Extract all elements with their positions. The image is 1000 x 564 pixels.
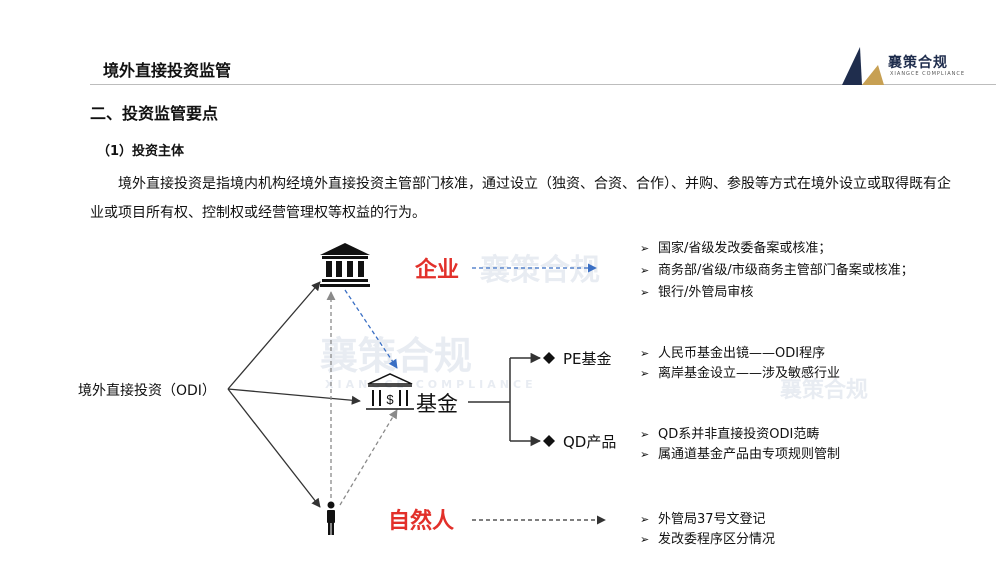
list-item: ➢属通道基金产品由专项规则管制 [640, 445, 840, 465]
watermark-logo-right: 襄策合规 [780, 378, 869, 403]
watermark-logo: 襄策合规 [320, 334, 473, 378]
page-header-title: 境外直接投资监管 [103, 61, 232, 80]
pe-points-list: ➢人民币基金出镜——ODI程序 ➢离岸基金设立——涉及敏感行业 [640, 344, 840, 384]
watermark-logo-top: 襄策合规 [480, 253, 600, 288]
watermark-logo-subtitle: XIANGCE COMPLIANCE [325, 378, 537, 391]
chevron-right-icon: ➢ [640, 264, 650, 277]
diamond-bullet-icon [543, 352, 555, 364]
chevron-right-icon: ➢ [640, 513, 650, 526]
list-item: ➢银行/外管局审核 [640, 282, 914, 304]
person-icon [327, 501, 335, 535]
chevron-right-icon: ➢ [640, 533, 650, 546]
chevron-right-icon: ➢ [640, 367, 650, 380]
svg-text:$: $ [386, 392, 394, 407]
subsection-title: （1）投资主体 [97, 144, 185, 159]
diamond-bullet-icon [543, 435, 555, 447]
bank-building-icon [320, 243, 370, 287]
brand-logo-subtitle: XIANGCE COMPLIANCE [890, 71, 966, 77]
brand-logo-name: 襄策合规 [888, 55, 948, 71]
list-item: ➢人民币基金出镜——ODI程序 [640, 344, 840, 364]
chevron-right-icon: ➢ [640, 242, 650, 255]
person-label: 自然人 [388, 509, 455, 534]
list-item: ➢国家/省级发改委备案或核准； [640, 238, 914, 260]
chevron-right-icon: ➢ [640, 428, 650, 441]
arrow-odi-to-person [227, 388, 321, 508]
fund-building-icon: $ [366, 373, 414, 410]
list-item: ➢外管局37号文登记 [640, 510, 775, 530]
header-divider [90, 84, 996, 85]
brand-logo-icon [842, 47, 884, 85]
fund-label: 基金 [416, 392, 458, 416]
qd-product-label: QD产品 [563, 433, 617, 451]
section-title: 二、投资监管要点 [90, 104, 219, 123]
odi-origin-label: 境外直接投资（ODI） [78, 383, 216, 399]
chevron-right-icon: ➢ [640, 347, 650, 360]
chevron-right-icon: ➢ [640, 448, 650, 461]
description-paragraph: 境外直接投资是指境内机构经境外直接投资主管部门核准，通过设立（独资、合资、合作）… [90, 176, 951, 221]
list-item: ➢发改委程序区分情况 [640, 530, 775, 550]
arrow-odi-to-fund [227, 388, 361, 405]
pe-fund-label: PE基金 [563, 350, 612, 368]
arrow-odi-to-enterprise [227, 281, 321, 390]
list-item: ➢商务部/省级/市级商务主管部门备案或核准； [640, 260, 914, 282]
enterprise-label: 企业 [415, 258, 460, 283]
list-item: ➢离岸基金设立——涉及敏感行业 [640, 364, 840, 384]
arrow-person-to-fund [339, 409, 398, 506]
list-item: ➢QD系并非直接投资ODI范畴 [640, 425, 840, 445]
chevron-right-icon: ➢ [640, 286, 650, 299]
person-points-list: ➢外管局37号文登记 ➢发改委程序区分情况 [640, 510, 775, 550]
arrow-enterprise-to-fund [344, 289, 398, 369]
qd-points-list: ➢QD系并非直接投资ODI范畴 ➢属通道基金产品由专项规则管制 [640, 425, 840, 465]
enterprise-points-list: ➢国家/省级发改委备案或核准； ➢商务部/省级/市级商务主管部门备案或核准； ➢… [640, 238, 914, 304]
